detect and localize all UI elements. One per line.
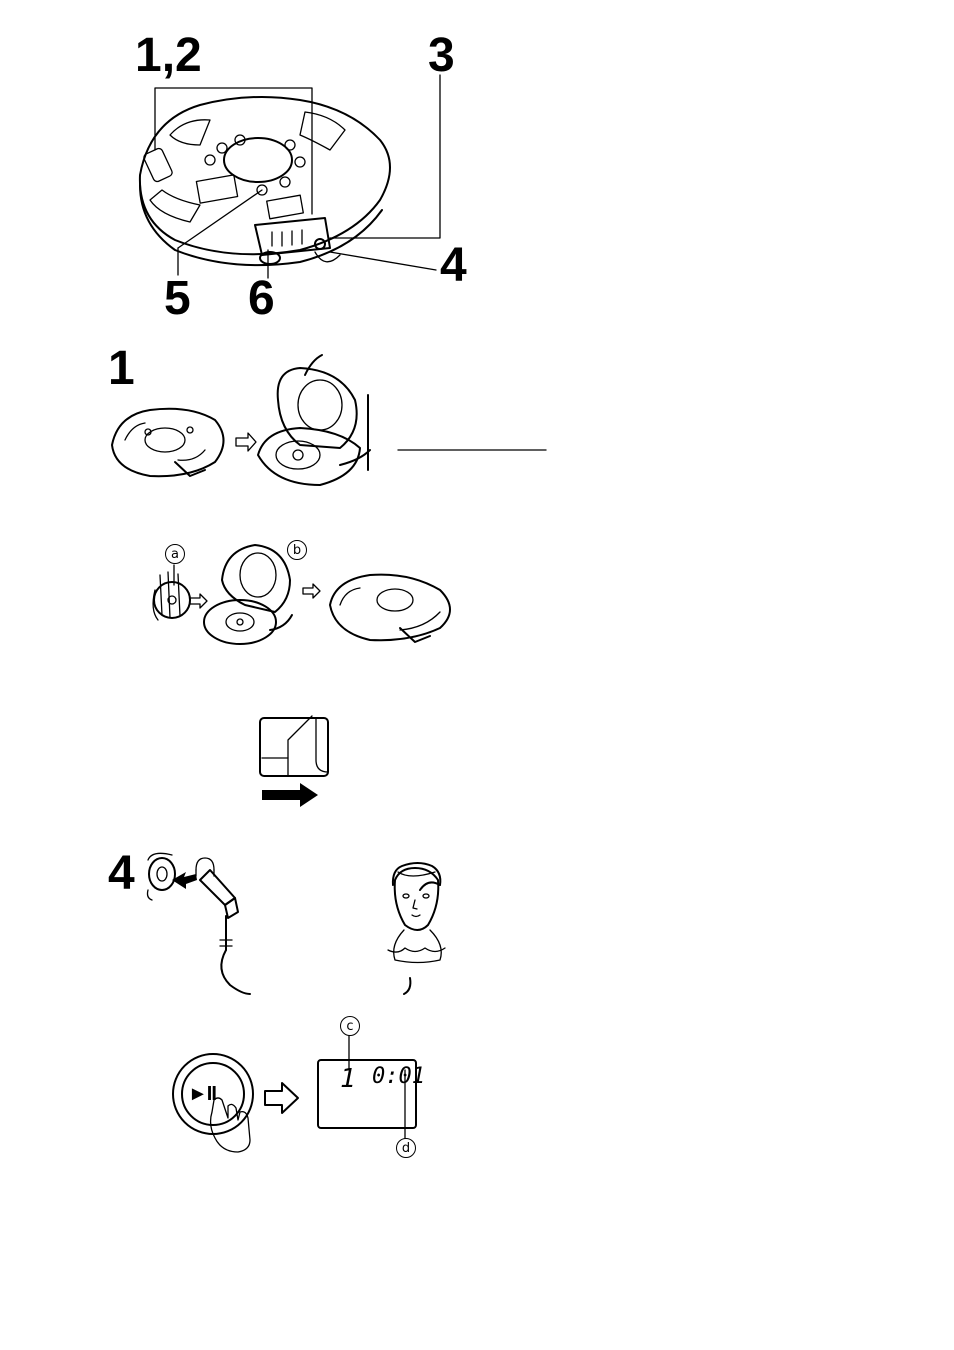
- play-button-illustration: [0, 0, 954, 1160]
- play-pause-symbol: ►II: [188, 1084, 216, 1104]
- display-track-number: 1: [340, 1064, 356, 1094]
- callout-d: d: [396, 1138, 416, 1158]
- display-elapsed-time: 0:01: [372, 1064, 425, 1089]
- callout-c: c: [340, 1016, 360, 1036]
